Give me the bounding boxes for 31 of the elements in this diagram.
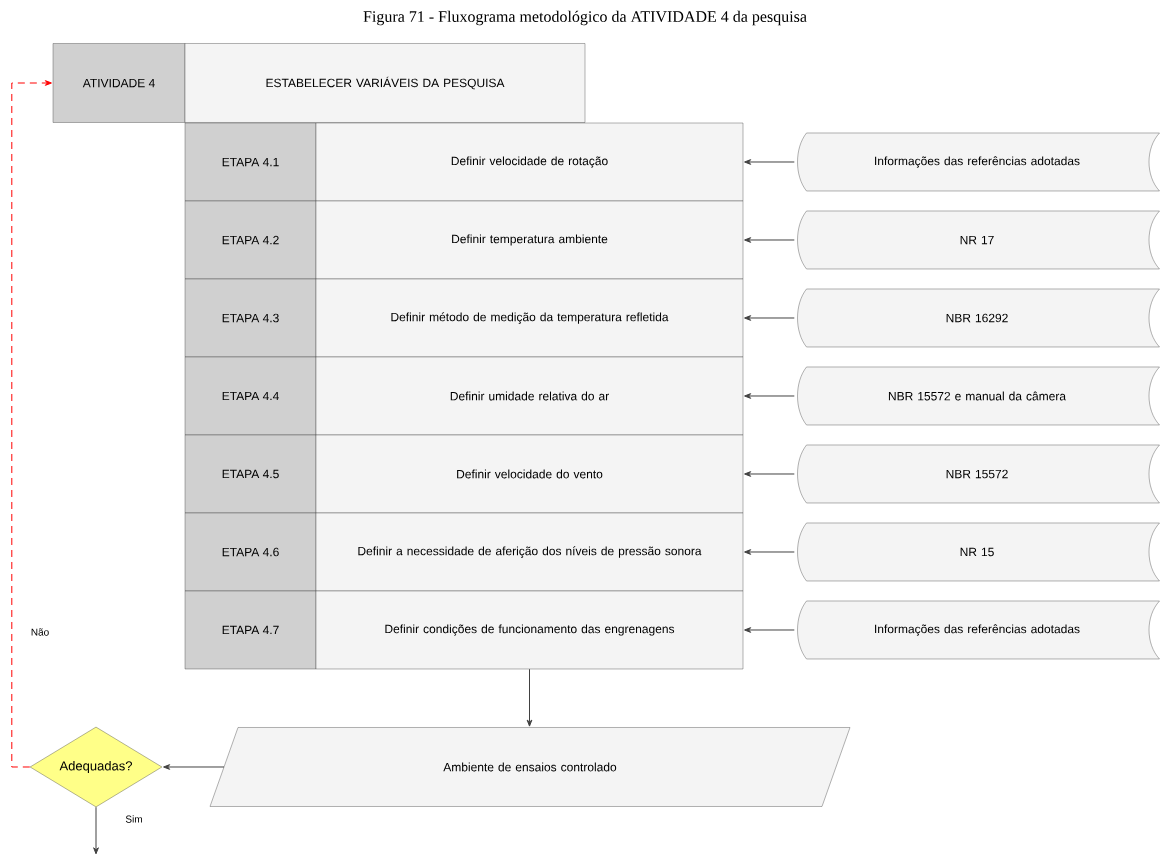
process-box: Definir temperatura ambiente — [315, 200, 744, 280]
arrow — [744, 627, 795, 633]
stage-label-box: ETAPA 4.3 — [184, 278, 317, 358]
arrow — [11, 80, 52, 768]
process-box: Definir umidade relativa do ar — [315, 356, 744, 436]
arrow — [526, 668, 533, 727]
edge-label: Sim — [124, 814, 144, 824]
process-box: Definir método de medição da temperatura refletida — [315, 278, 744, 358]
stage-label-box: ETAPA 4.6 — [184, 512, 317, 592]
arrow — [744, 393, 795, 399]
stage-label-box: ETAPA 4.2 — [184, 200, 317, 280]
process-box: Definir velocidade de rotação — [315, 122, 744, 202]
arrow — [744, 471, 795, 477]
arrow — [744, 315, 795, 321]
edge-label: Não — [29, 627, 51, 637]
process-box: Definir velocidade do vento — [315, 434, 744, 514]
arrow — [744, 237, 795, 243]
stage-label-box: ETAPA 4.1 — [184, 122, 317, 202]
arrow — [744, 159, 795, 165]
arrow — [163, 764, 225, 770]
stage-label-box: ETAPA 4.7 — [184, 590, 317, 670]
activity-label-box: ATIVIDADE 4 — [52, 43, 186, 123]
data-parallelogram: Ambiente de ensaios controlado — [209, 727, 851, 807]
arrow — [93, 806, 99, 855]
stage-label-box: ETAPA 4.5 — [184, 434, 317, 514]
process-box: Definir a necessidade de aferição dos níveis de pressão sonora — [315, 512, 744, 592]
arrow — [744, 549, 795, 555]
stage-label-box: ETAPA 4.4 — [184, 356, 317, 436]
figure-title: Figura 71 - Fluxograma metodológico da ATIVIDADE 4 da pesquisa — [363, 10, 807, 26]
process-box: Definir condições de funcionamento das engrenagens — [315, 590, 744, 670]
process-box: ESTABELECER VARIÁVEIS DA PESQUISA — [184, 43, 586, 123]
